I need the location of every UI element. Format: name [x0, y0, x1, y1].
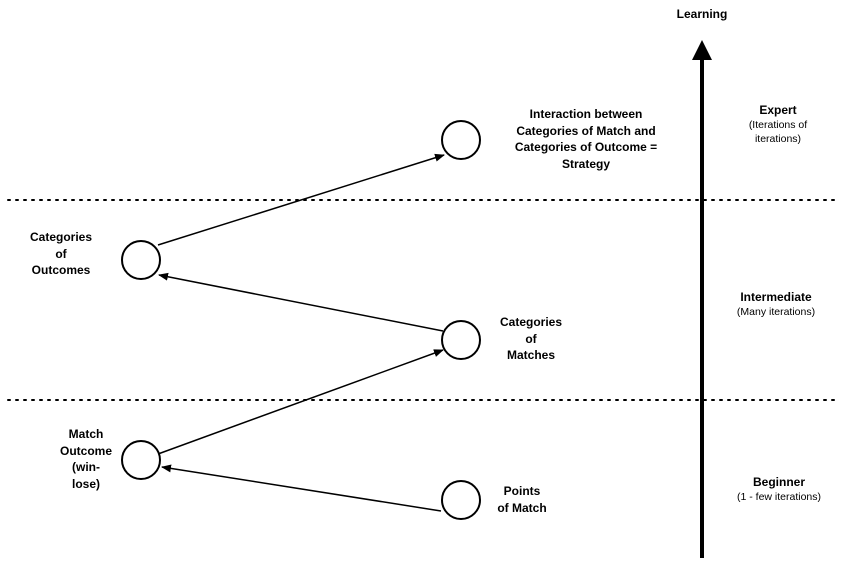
arrow-points-to-match-outcome [161, 464, 442, 512]
node-match-outcome-label: Match Outcome (win- lose) [59, 427, 112, 491]
node-categories-matches-circle [441, 320, 481, 360]
node-categories-outcomes-circle [121, 240, 161, 280]
arrow-match-outcome-to-categories-matches [157, 349, 444, 455]
level-expert: Expert (Iterations of iterations) [718, 102, 838, 146]
node-points-circle [441, 480, 481, 520]
node-match-outcome-circle [121, 440, 161, 480]
learning-axis-arrowhead [692, 40, 712, 60]
level-expert-name: Expert [759, 103, 797, 117]
learning-axis-title: Learning [676, 7, 728, 21]
arrow-categories-matches-to-categories-outcomes [158, 272, 444, 332]
node-categories-matches-label: Categories of Matches [499, 315, 563, 362]
level-beginner: Beginner (1 - few iterations) [716, 474, 842, 504]
level-intermediate: Intermediate (Many iterations) [706, 289, 843, 319]
level-intermediate-desc: (Many iterations) [736, 306, 816, 318]
arrow-categories-outcomes-to-strategy [157, 153, 445, 246]
level-expert-desc: (Iterations of iterations) [748, 119, 808, 145]
node-strategy-circle [441, 120, 481, 160]
node-strategy-label: Interaction between Categories of Match … [514, 107, 658, 171]
node-categories-outcomes-label: Categories of Outcomes [29, 230, 93, 277]
level-beginner-name: Beginner [752, 475, 805, 489]
level-beginner-desc: (1 - few iterations) [736, 491, 822, 503]
node-points-label: Points of Match [497, 484, 547, 515]
level-intermediate-name: Intermediate [740, 290, 812, 304]
